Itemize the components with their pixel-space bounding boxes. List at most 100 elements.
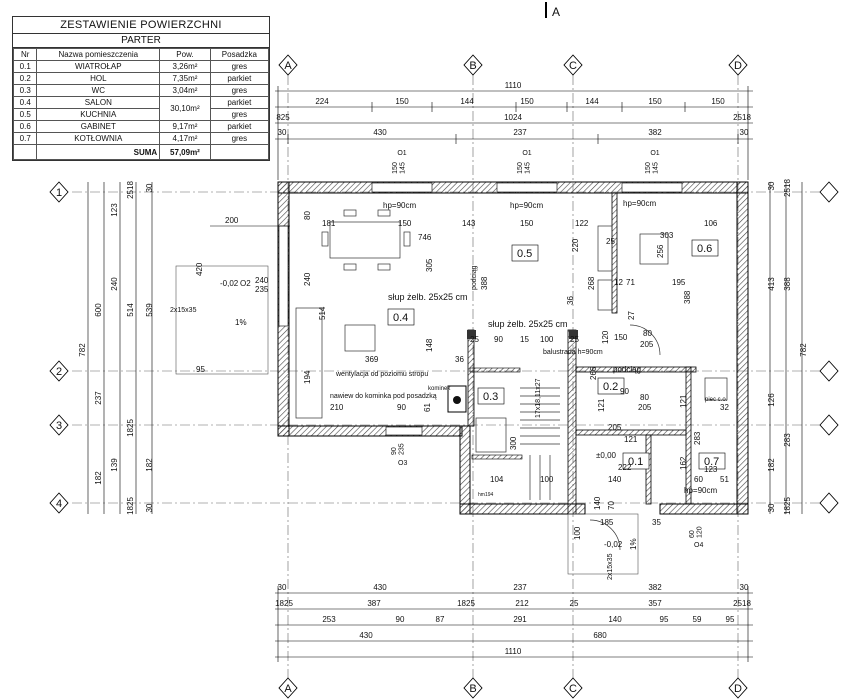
window-o1-label: O1 [397, 150, 406, 157]
svg-text:430: 430 [373, 583, 387, 592]
svg-text:104: 104 [490, 475, 504, 484]
room-label-0-3: 0.3 [483, 391, 498, 403]
axis-label-b-top: B [469, 60, 476, 72]
svg-text:240: 240 [303, 272, 312, 286]
steps-label: 2x15x35 [607, 553, 614, 580]
svg-text:100: 100 [573, 526, 582, 540]
svg-text:369: 369 [365, 355, 379, 364]
building-walls [277, 181, 749, 515]
axis-bubble-c-bottom [563, 677, 583, 699]
dim-top-30b: 30 [740, 128, 749, 137]
axis-label-a-bottom: A [284, 683, 292, 695]
rooms-table: Nr Nazwa pomieszczenia Pow. Posadzka 0.1… [12, 48, 270, 160]
svg-text:120: 120 [601, 330, 610, 344]
svg-text:30: 30 [767, 503, 776, 512]
svg-text:268: 268 [587, 276, 596, 290]
window-o3-dim: 90235 [391, 443, 406, 455]
axis-label-a-top: A [284, 60, 292, 72]
sill-height-label: hp=90cm [383, 201, 416, 210]
slope-label: 1% [235, 318, 247, 327]
svg-text:291: 291 [513, 615, 527, 624]
desk [639, 233, 669, 265]
svg-text:182: 182 [145, 458, 154, 472]
svg-text:600: 600 [94, 303, 103, 317]
svg-text:95: 95 [726, 615, 735, 624]
svg-text:205: 205 [640, 340, 654, 349]
steps-label: 2x15x35 [170, 307, 197, 314]
axis-label-d-top: D [734, 60, 742, 72]
room-label-0-2: 0.2 [603, 381, 618, 393]
svg-text:205: 205 [608, 423, 622, 432]
left-dimensions: 782 600 237 182 123 240 139 514 539 182 … [78, 181, 154, 515]
svg-text:283: 283 [693, 431, 702, 445]
svg-text:121: 121 [624, 435, 638, 444]
svg-text:222: 222 [618, 463, 632, 472]
axis-bubble-c-top [563, 54, 583, 76]
svg-text:36: 36 [566, 296, 575, 305]
svg-text:746: 746 [418, 233, 432, 242]
sill-height-label: hp=90cm [684, 486, 717, 495]
svg-text:1825: 1825 [783, 497, 792, 515]
svg-text:25: 25 [570, 335, 579, 344]
svg-text:303: 303 [660, 231, 674, 240]
svg-text:60: 60 [694, 475, 703, 484]
right-dimensions: 30 2518 413 126 182 388 283 1825 30 782 [767, 179, 808, 515]
dim-top-150d: 150 [711, 97, 725, 106]
axis-bubble-b-bottom [463, 677, 483, 699]
stairs-label: 17x18,11x27 [535, 378, 542, 418]
axis-label-3: 3 [56, 420, 62, 432]
svg-text:100: 100 [540, 475, 554, 484]
svg-text:150: 150 [398, 219, 412, 228]
svg-text:90: 90 [494, 335, 503, 344]
svg-text:140: 140 [608, 615, 622, 624]
svg-text:123: 123 [110, 203, 119, 217]
svg-text:2518: 2518 [733, 599, 751, 608]
axis-bubble-d-top [728, 54, 748, 76]
axis-bubble-4-right [819, 492, 839, 514]
svg-text:283: 283 [783, 433, 792, 447]
axis-label-4: 4 [56, 498, 62, 510]
svg-text:80: 80 [640, 393, 649, 402]
beam-label: podciąg [471, 265, 478, 290]
svg-text:2518: 2518 [126, 181, 135, 199]
svg-text:200: 200 [225, 216, 239, 225]
svg-text:30: 30 [767, 181, 776, 190]
axis-bubble-2 [49, 360, 69, 382]
svg-text:32: 32 [720, 403, 729, 412]
svg-text:121: 121 [597, 398, 606, 412]
svg-text:240: 240 [110, 277, 119, 291]
room-label-0-1: 0.1 [628, 456, 643, 468]
cell-area: 30,10m² [159, 96, 211, 121]
section-marker: A [545, 2, 560, 19]
svg-text:100: 100 [540, 335, 554, 344]
svg-text:357: 357 [648, 599, 662, 608]
svg-text:514: 514 [318, 306, 327, 320]
window-o1-label: O1 [650, 150, 659, 157]
window-o3-label: O3 [398, 460, 407, 467]
top-dimension-lines [275, 86, 753, 180]
window-o2-label: O2 [240, 279, 251, 288]
sofa [295, 307, 323, 419]
column-post [467, 330, 476, 339]
svg-text:90: 90 [620, 387, 629, 396]
top-dimensions: 1110 224 150 144 150 144 150 150 825 102… [276, 81, 751, 137]
axis-bubble-1 [49, 181, 69, 203]
svg-text:782: 782 [78, 343, 87, 357]
svg-text:150: 150 [614, 333, 628, 342]
svg-text:185: 185 [600, 518, 614, 527]
axis-label-c-bottom: C [569, 683, 577, 695]
bottom-dimension-lines [275, 586, 753, 662]
dim-top-144a: 144 [460, 97, 474, 106]
hm-label: hm194 [478, 492, 494, 498]
svg-text:182: 182 [94, 471, 103, 485]
room-label-0-6: 0.6 [697, 243, 712, 255]
inner-dimensions: 200 181 150 143 150 122 303 106 746 80 4… [195, 211, 729, 540]
svg-text:1825: 1825 [126, 497, 135, 515]
axis-bubble-a-top [278, 54, 298, 76]
window-o1-label: O1 [522, 150, 531, 157]
area-summary-table: ZESTAWIENIE POWIERZCHNI PARTER Nr Nazwa … [12, 16, 270, 161]
axis-bubble-3-right [819, 414, 839, 436]
